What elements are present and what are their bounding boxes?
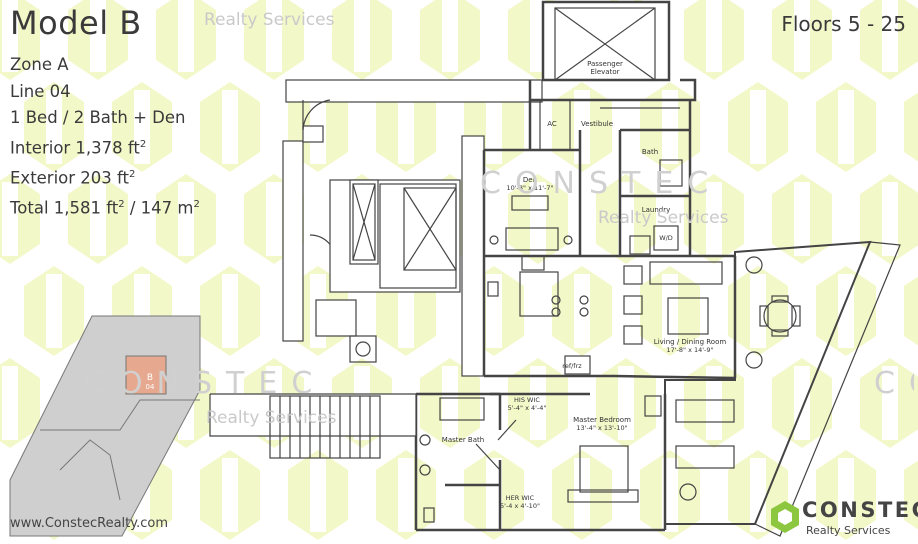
unit-specs: Zone A Line 04 1 Bed / 2 Bath + Den Inte… — [10, 52, 200, 222]
pattern-bar — [90, 182, 106, 256]
pattern-bar — [618, 366, 634, 440]
pattern-bar — [134, 90, 150, 164]
pattern-bar — [882, 182, 898, 256]
pattern-bar — [530, 182, 546, 256]
pattern-bar — [178, 0, 194, 72]
label-bath: Bath — [642, 148, 658, 156]
pattern-bar — [222, 90, 238, 164]
stair — [209, 335, 417, 459]
pattern-bar — [46, 90, 62, 164]
brand-logo: CONSTEC Realty Services — [770, 496, 918, 540]
pattern-bar — [794, 366, 810, 440]
pattern-bar — [2, 182, 18, 256]
label-fridge: ref/frz — [562, 362, 582, 370]
pattern-bar — [794, 0, 810, 72]
label-living-dim: 17'-8" x 14'-9" — [666, 346, 713, 354]
label-master-bed: Master Bedroom — [573, 416, 631, 424]
label-his-wic: HIS WIC — [514, 396, 540, 404]
pattern-bar — [442, 366, 458, 440]
fixtures — [419, 100, 723, 523]
pattern-bar — [398, 458, 414, 532]
label-ac: AC — [547, 120, 557, 128]
label-living: Living / Dining Room — [654, 338, 727, 346]
watermark-constec-right: CONSTEC — [874, 366, 914, 401]
pattern-bar — [266, 182, 282, 256]
label-master-dim: 13'-4" x 13'-10" — [576, 424, 627, 432]
pattern-bar — [2, 0, 18, 72]
watermark-realty-mid: Realty Services — [598, 208, 729, 228]
label-her-dim: 5'-4 x 4'-10" — [500, 502, 540, 510]
watermark-constec-mid: CONSTEC — [480, 166, 723, 201]
zone-text: Zone A — [10, 55, 69, 74]
label-den-dim: 10'-3" x 11'-7" — [506, 184, 553, 192]
pattern-bar — [2, 366, 18, 440]
unit-highlight — [125, 355, 167, 395]
balcony — [664, 240, 901, 537]
pattern-bar — [398, 90, 414, 164]
model-title: Model B — [10, 4, 142, 42]
pattern-bar — [750, 274, 766, 348]
label-his-dim: 5'-4" x 4'-4" — [508, 404, 547, 412]
pattern-bar — [222, 274, 238, 348]
pattern-bar — [882, 366, 898, 440]
watermark-realty-left: Realty Services — [206, 408, 337, 428]
logo-hexagon-icon — [771, 501, 799, 533]
pattern-bar — [530, 366, 546, 440]
pattern-bar — [310, 458, 326, 532]
pattern-bar — [266, 0, 282, 72]
pattern-hexagon — [904, 92, 918, 162]
pattern-bar — [442, 0, 458, 72]
pattern-bar — [46, 274, 62, 348]
pattern-bar — [750, 458, 766, 532]
pattern-bar — [838, 458, 854, 532]
key-plan-unit: B — [147, 373, 153, 383]
label-master-bath: Master Bath — [442, 436, 484, 444]
pattern-bar — [486, 90, 502, 164]
floors-range: Floors 5 - 25 — [781, 12, 906, 36]
label-elevator-2: Elevator — [590, 68, 619, 76]
pattern-bar — [90, 0, 106, 72]
label-laundry: Laundry — [642, 206, 671, 214]
pattern-bar — [178, 182, 194, 256]
pattern-bar — [574, 458, 590, 532]
pattern-bar — [838, 90, 854, 164]
pattern-bar — [750, 90, 766, 164]
watermark-realty-top: Realty Services — [204, 10, 335, 30]
pattern-bar — [662, 274, 678, 348]
pattern-bar — [794, 182, 810, 256]
watermark-constec-left: CONSTEC — [84, 366, 327, 401]
key-plan-line: 04 — [146, 383, 155, 391]
brand-subtitle: Realty Services — [806, 524, 891, 537]
pattern-bar — [354, 0, 370, 72]
line-text: Line 04 — [10, 81, 71, 101]
elevator-shaft-left — [349, 179, 457, 289]
pattern-bar — [706, 182, 722, 256]
brand-name: CONSTEC — [802, 498, 918, 522]
passenger-elevator — [541, 0, 671, 82]
label-wd: W/D — [659, 234, 673, 242]
label-elevator: Passenger — [587, 60, 623, 68]
pattern-bar — [706, 0, 722, 72]
label-her-wic: HER WIC — [506, 494, 535, 502]
exterior-area: Exterior 203 ft2 — [10, 168, 136, 187]
pattern-bar — [574, 274, 590, 348]
pattern-hexagon — [904, 460, 918, 530]
label-vestibule: Vestibule — [581, 120, 613, 128]
interior-area: Interior 1,378 ft2 — [10, 138, 147, 157]
beds-text: 1 Bed / 2 Bath + Den — [10, 108, 186, 127]
pattern-hexagon — [904, 276, 918, 346]
pattern-bar — [222, 458, 238, 532]
label-den: Den — [523, 176, 537, 184]
pattern-bar — [882, 0, 898, 72]
total-area: Total 1,581 ft2 / 147 m2 — [10, 198, 200, 217]
pattern-bar — [574, 90, 590, 164]
website-text: www.ConstecRealty.com — [10, 516, 168, 531]
pattern-bar — [486, 458, 502, 532]
